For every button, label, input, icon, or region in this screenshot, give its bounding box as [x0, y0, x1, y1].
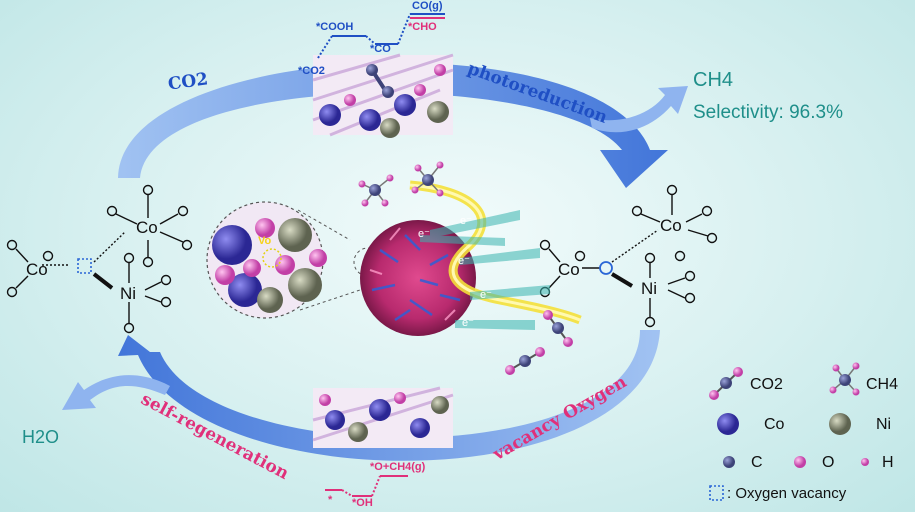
right-ni-label: Ni: [641, 279, 658, 298]
legend-o-icon: [794, 456, 806, 468]
product-selectivity: Selectivity: 96.3%: [693, 102, 843, 123]
legend-vacancy-label: : Oxygen vacancy: [727, 485, 847, 502]
left-structure: [6, 184, 193, 334]
electron-4: e⁻: [480, 289, 492, 301]
bottom-cycle-arrow: [118, 330, 660, 461]
right-co-top-label: Co: [660, 216, 682, 235]
label-star: *: [328, 494, 333, 506]
label-star-co: *CO: [370, 43, 391, 55]
legend-co-icon: [717, 413, 739, 435]
product-h2o: H2O: [22, 427, 60, 447]
electron-3: e⁻: [458, 255, 470, 267]
h2o-branch-arrow: [62, 375, 170, 410]
legend-o-label: O: [822, 454, 835, 471]
legend-ch4-label: CH4: [866, 376, 899, 393]
left-co-label: Co: [26, 260, 48, 279]
left-ni-label: Ni: [120, 284, 137, 303]
ch4-branch-arrow: [590, 86, 688, 133]
legend-h-label: H: [882, 454, 894, 471]
top-energy-levels: [317, 13, 445, 59]
product-ch4: CH4: [693, 69, 734, 91]
legend-h-icon: [861, 458, 869, 466]
bottom-crystal-inset: [312, 386, 454, 448]
right-co-label: Co: [558, 260, 580, 279]
label-cooh: *COOH: [316, 21, 354, 33]
legend-vacancy-icon: [709, 485, 724, 501]
label-o-ch4: *O+CH4(g): [370, 461, 426, 473]
label-co-gas: CO(g): [412, 0, 443, 12]
bottom-energy-levels: [325, 475, 408, 497]
legend-ni-icon: [829, 413, 851, 435]
electron-1: e⁻: [460, 215, 472, 227]
legend-c-label: C: [751, 454, 763, 471]
electron-2: e⁻: [418, 228, 430, 240]
catalyst-particle: [360, 220, 476, 336]
vo-label: Vo: [258, 235, 272, 247]
electron-streaks: [420, 210, 550, 330]
label-oh: *OH: [352, 497, 373, 509]
label-star-co2: *CO2: [298, 65, 325, 77]
right-structure: [539, 184, 718, 328]
left-co-top-label: Co: [136, 218, 158, 237]
legend-co-label: Co: [764, 416, 785, 433]
zoom-inset: [206, 201, 383, 319]
legend-c-icon: [723, 456, 735, 468]
top-cycle-arrow: [118, 62, 668, 188]
legend-co2-label: CO2: [750, 376, 783, 393]
label-cho: *CHO: [408, 21, 437, 33]
electron-5: e⁻: [462, 317, 474, 329]
top-crystal-inset: [312, 53, 454, 138]
legend-ni-label: Ni: [876, 416, 892, 433]
